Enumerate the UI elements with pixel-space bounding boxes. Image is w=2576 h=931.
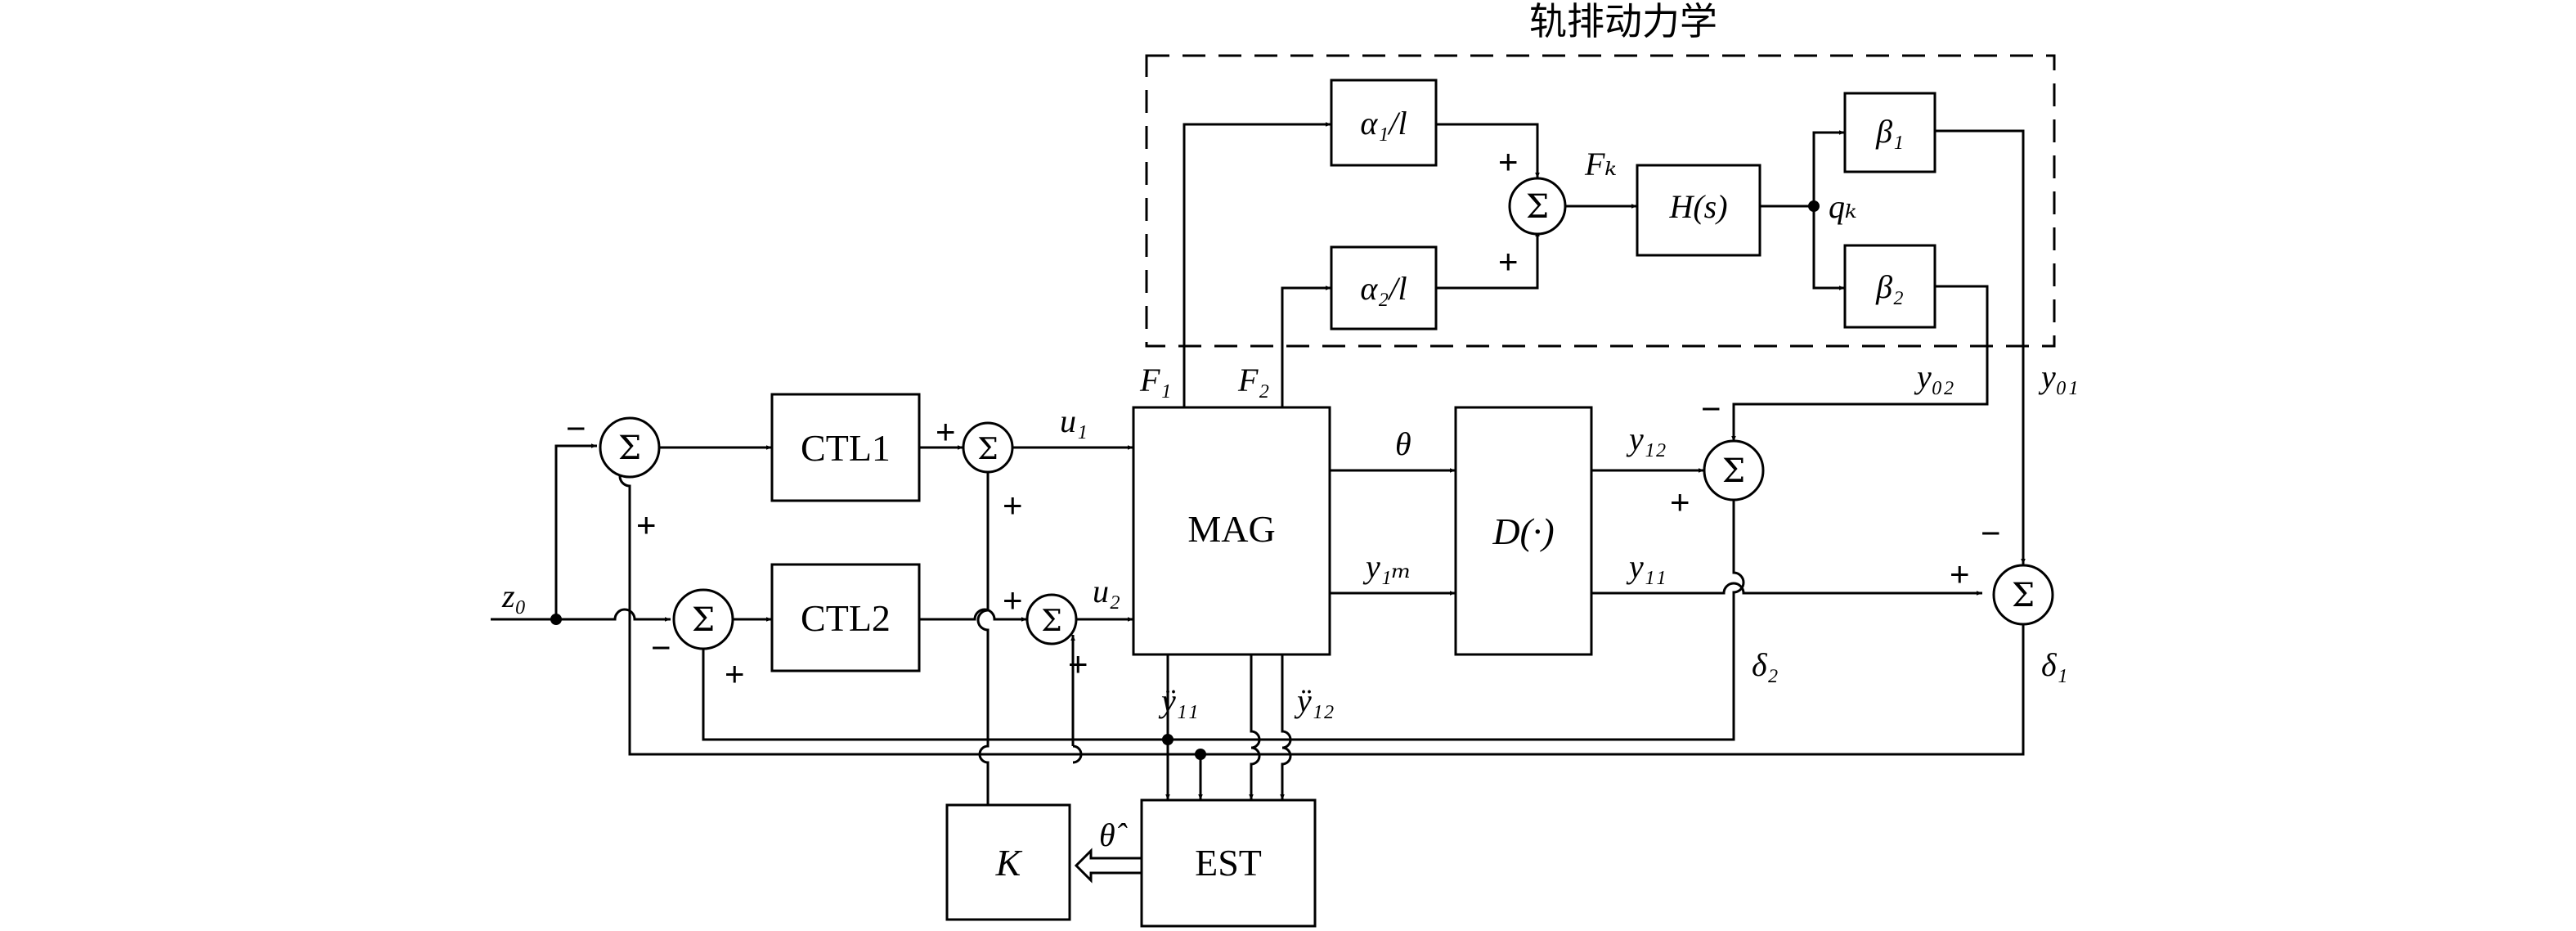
sum-junction-3: Σ	[672, 588, 734, 650]
svg-text:+: +	[1950, 555, 1970, 593]
label-y11-ddot: ÿ₁₁	[1158, 682, 1199, 719]
svg-text:Σ: Σ	[2012, 577, 2035, 614]
label-qk: qₖ	[1829, 188, 1857, 225]
svg-text:−: −	[1981, 514, 2001, 552]
svg-text:−: −	[1701, 389, 1721, 428]
sum-junction-delta2: Σ	[1703, 439, 1765, 501]
label-y11: y₁₁	[1626, 548, 1667, 585]
label-u2: u₂	[1093, 573, 1120, 609]
label-y1m: y₁ₘ	[1362, 548, 1411, 585]
svg-text:−: −	[566, 409, 586, 448]
beta2-block: β₂	[1843, 244, 1936, 329]
alpha1-block: α₁/l	[1330, 79, 1438, 167]
label-f2: F₂	[1237, 362, 1269, 398]
theta-hat-arrow	[1074, 848, 1143, 884]
label-y12-ddot: ÿ₁₂	[1294, 682, 1335, 719]
junction-dots	[550, 200, 1820, 760]
svg-text:EST: EST	[1195, 842, 1262, 884]
svg-text:D(·): D(·)	[1492, 510, 1554, 552]
label-delta2: δ₂	[1752, 646, 1779, 683]
svg-text:+: +	[1068, 645, 1088, 683]
svg-text:Σ: Σ	[1041, 605, 1061, 638]
svg-text:Σ: Σ	[1722, 452, 1745, 490]
rail-dynamics-title: 轨排动力学	[1529, 0, 1717, 43]
label-delta1: δ₁	[2041, 646, 2068, 683]
signal-labels: z₀ u₁ u₂ F₁ F₂ Fₖ qₖ θ y₁ₘ y₁₂ y₁₁ y₀₂ y…	[501, 146, 2079, 853]
ctl1-block: CTL1	[770, 393, 921, 502]
sign-labels: − + + + − + + + + + − + − +	[566, 142, 2001, 693]
svg-text:MAG: MAG	[1187, 508, 1275, 550]
svg-text:+: +	[636, 506, 657, 544]
svg-text:CTL1: CTL1	[801, 427, 891, 469]
d-block: D(·)	[1454, 406, 1593, 656]
label-z0: z₀	[501, 578, 526, 614]
svg-text:Σ: Σ	[1526, 188, 1549, 226]
sum-junction-4: Σ	[1025, 593, 1078, 645]
sum-junction-delta1: Σ	[1992, 564, 2054, 626]
alpha2-block: α₂/l	[1330, 245, 1438, 331]
svg-text:+: +	[1003, 486, 1023, 524]
sum-junction-1: Σ	[599, 416, 661, 479]
ctl2-block: CTL2	[770, 563, 921, 672]
svg-text:K: K	[995, 842, 1023, 884]
label-theta-hat: θ̂	[1099, 816, 1128, 853]
svg-text:+: +	[1498, 242, 1519, 281]
label-f1: F₁	[1139, 362, 1171, 398]
svg-text:β₂: β₂	[1875, 268, 1904, 305]
svg-text:+: +	[936, 412, 956, 451]
label-u1: u₁	[1060, 403, 1088, 439]
signal-wires	[491, 122, 2026, 805]
est-block: EST	[1140, 798, 1317, 928]
svg-text:CTL2: CTL2	[801, 597, 891, 639]
sum-junction-2: Σ	[962, 421, 1014, 474]
label-y02: y₀₂	[1914, 358, 1954, 395]
sum-junction-fk: Σ	[1508, 177, 1567, 236]
beta1-block: β₁	[1843, 92, 1936, 173]
svg-text:α₁/l: α₁/l	[1360, 105, 1407, 142]
svg-text:+: +	[1003, 581, 1023, 619]
svg-text:α₂/l: α₂/l	[1360, 270, 1407, 307]
svg-text:β₁: β₁	[1875, 113, 1904, 150]
label-theta: θ	[1395, 425, 1411, 462]
label-fk: Fₖ	[1584, 146, 1617, 182]
svg-text:Σ: Σ	[977, 433, 998, 466]
svg-text:+: +	[1670, 483, 1690, 521]
rail-dynamics-group	[1145, 54, 2056, 348]
label-y12: y₁₂	[1626, 421, 1667, 457]
label-y01: y₀₁	[2038, 358, 2079, 395]
k-block: K	[945, 803, 1071, 921]
svg-text:Σ: Σ	[692, 601, 715, 639]
svg-text:Σ: Σ	[618, 430, 641, 467]
mag-block: MAG	[1132, 406, 1331, 656]
svg-text:−: −	[651, 628, 671, 667]
svg-text:+: +	[1498, 142, 1519, 181]
svg-text:+: +	[725, 654, 745, 693]
svg-text:H(s): H(s)	[1668, 188, 1727, 225]
h-block: H(s)	[1636, 164, 1761, 257]
